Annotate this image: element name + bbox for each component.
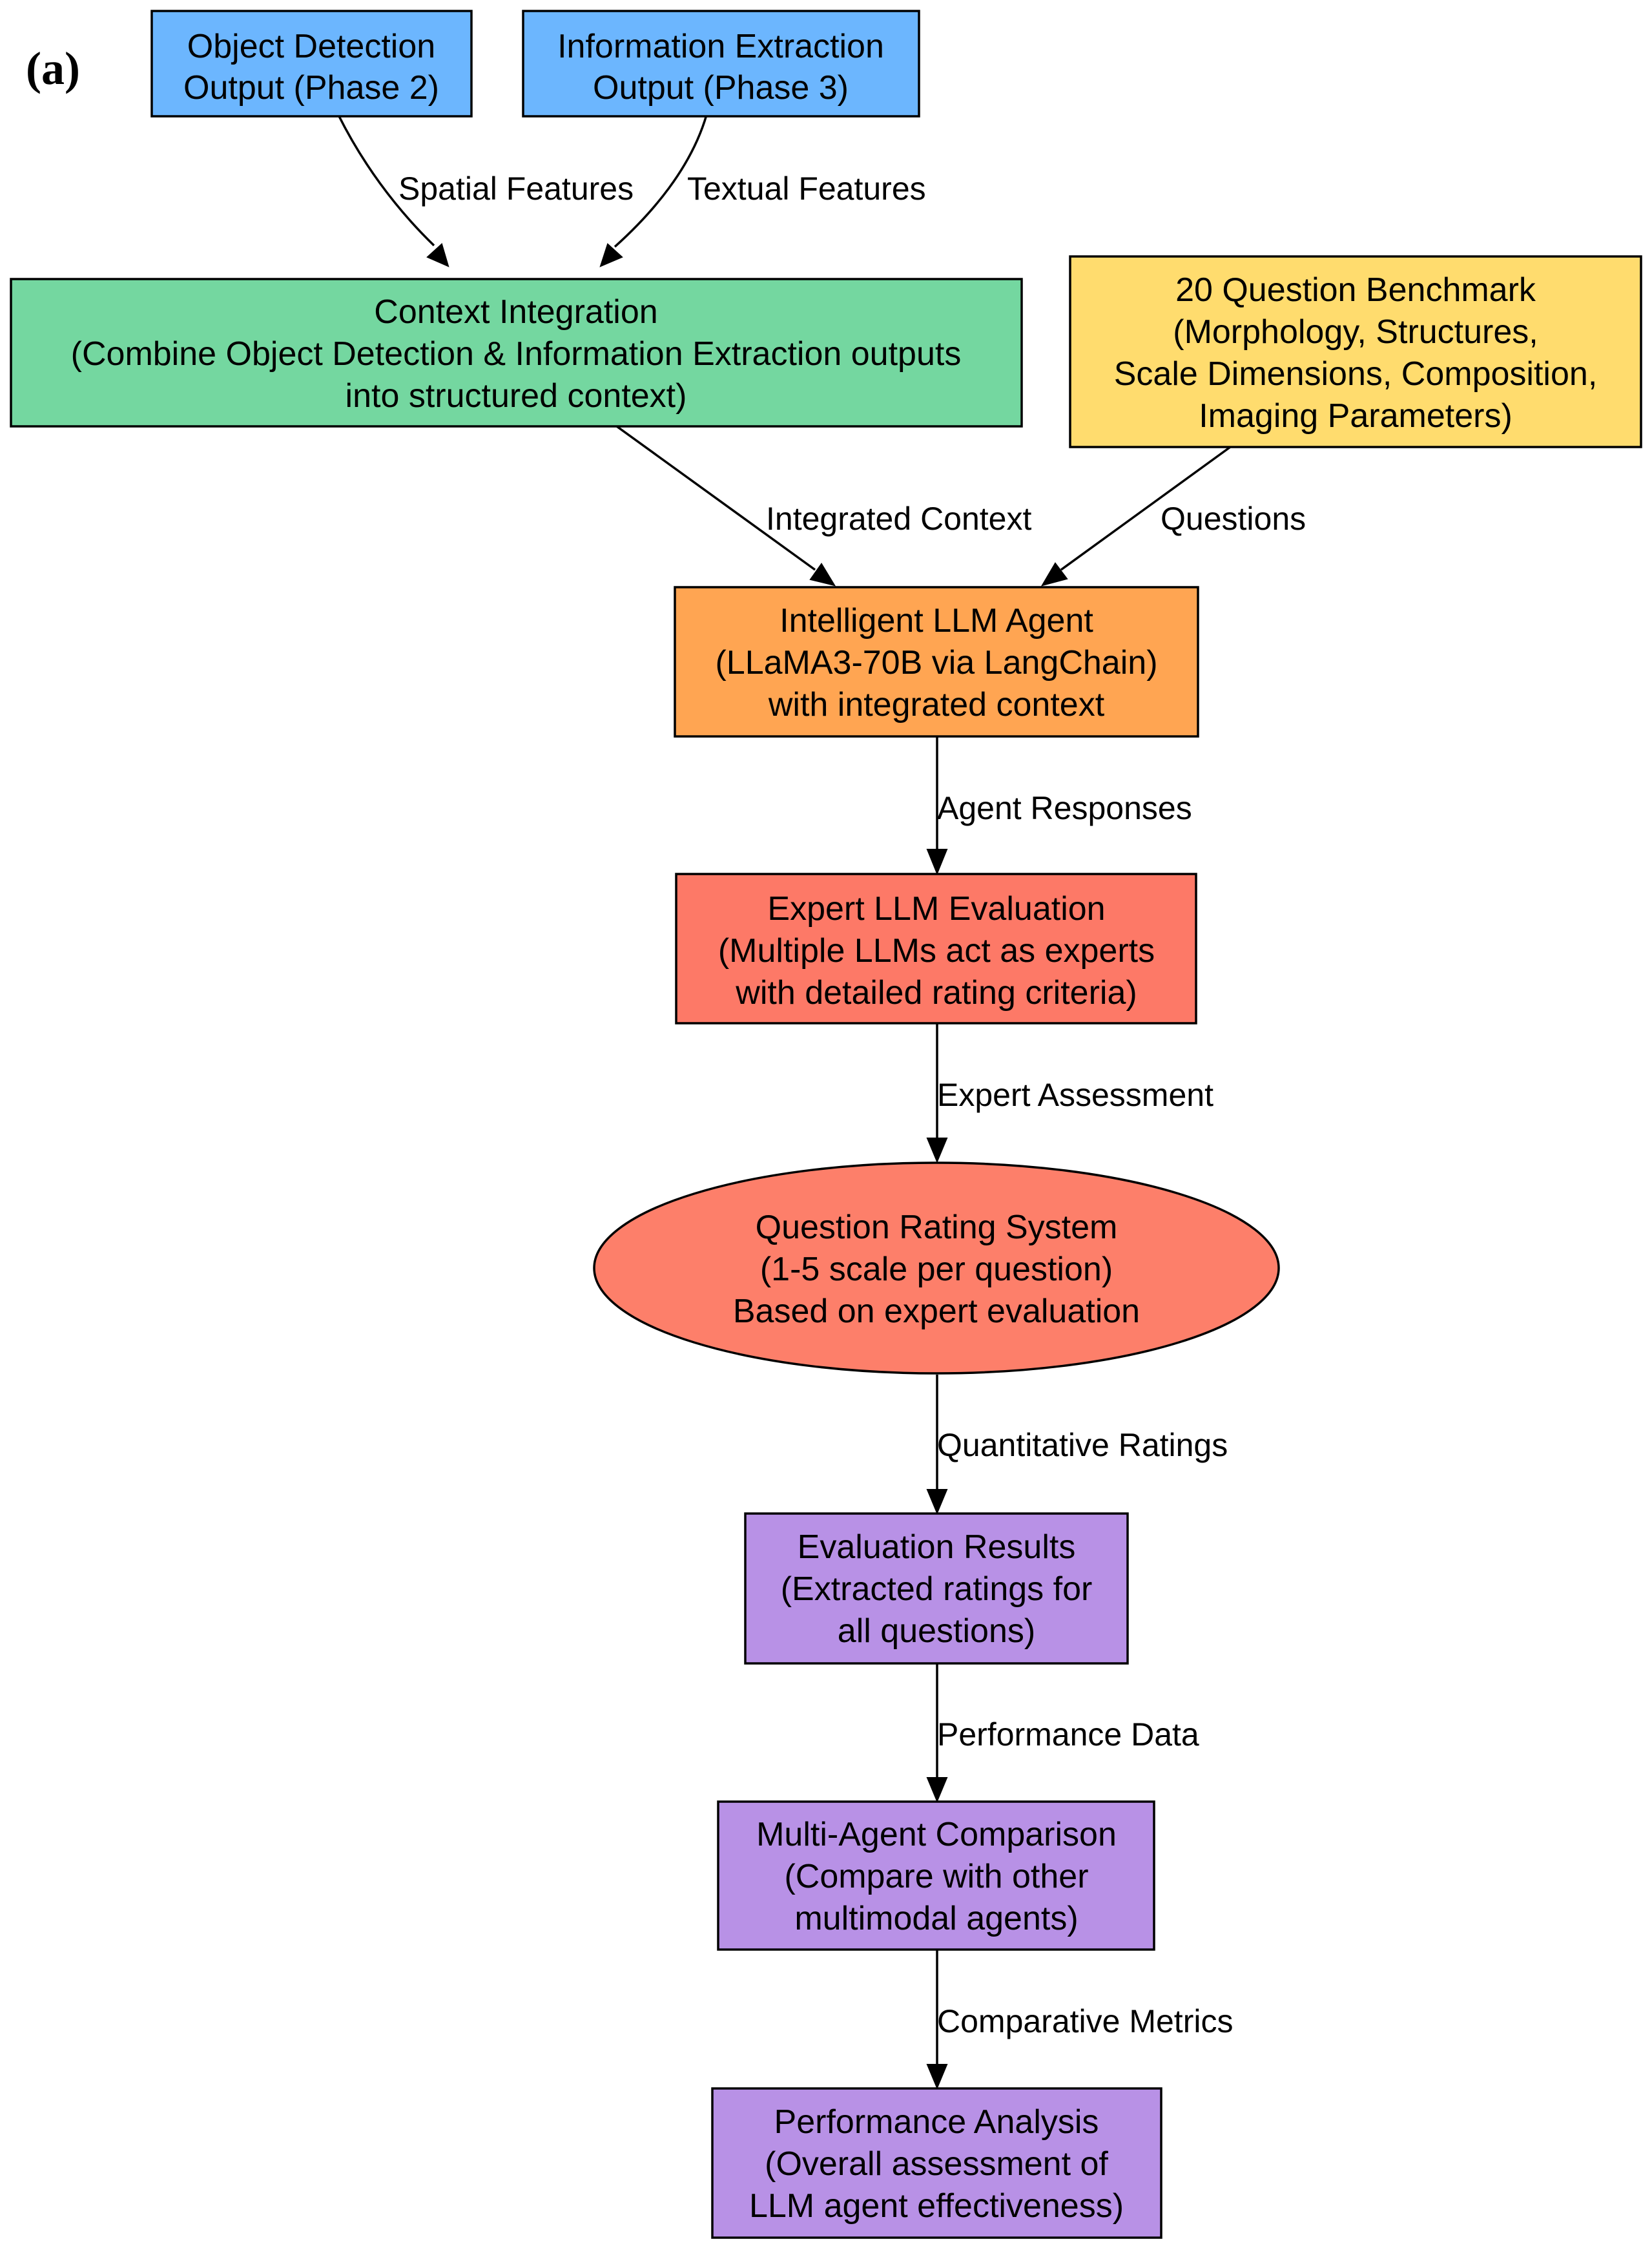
- node-box: [711, 2087, 1162, 2239]
- node-box: [717, 1800, 1155, 1951]
- node-box: [744, 1512, 1129, 1665]
- node-line: with integrated context: [768, 686, 1105, 723]
- node-line: into structured context): [346, 377, 687, 415]
- node-line: (Compare with other: [784, 1858, 1088, 1895]
- node-line: all questions): [838, 1612, 1035, 1650]
- node-object-detection: Object Detection Output (Phase 2): [150, 10, 473, 118]
- node-line: multimodal agents): [794, 1900, 1078, 1937]
- edge-label-textual-features: Textual Features: [687, 171, 926, 207]
- edges: [337, 114, 1232, 2090]
- node-line: Scale Dimensions, Composition,: [1114, 355, 1598, 393]
- node-line: Object Detection: [187, 28, 435, 65]
- edge-labels: Spatial Features Textual Features Integr…: [398, 171, 1306, 2039]
- node-box: [150, 10, 473, 118]
- edge-label-comparative-metrics: Comparative Metrics: [937, 2003, 1233, 2039]
- arrowhead-assessment: [926, 1138, 948, 1163]
- node-line: Output (Phase 3): [593, 69, 849, 107]
- node-line: 20 Question Benchmark: [1175, 271, 1536, 309]
- arrowhead-comparative: [926, 2064, 948, 2090]
- node-rating-system: Question Rating System (1-5 scale per qu…: [593, 1161, 1280, 1375]
- edge-label-performance-data: Performance Data: [937, 1716, 1199, 1753]
- arrowhead-ratings: [926, 1489, 948, 1515]
- node-line: (Multiple LLMs act as experts: [718, 932, 1155, 970]
- node-evaluation-results: Evaluation Results (Extracted ratings fo…: [744, 1512, 1129, 1665]
- node-line: Imaging Parameters): [1199, 397, 1513, 435]
- node-box: [675, 873, 1197, 1025]
- node-box: [10, 278, 1023, 428]
- node-line: Question Rating System: [756, 1209, 1118, 1246]
- node-line: Output (Phase 2): [183, 69, 439, 107]
- edge-label-spatial-features: Spatial Features: [398, 171, 634, 207]
- edge-integrated-context: [615, 425, 816, 571]
- edge-questions: [1060, 446, 1232, 571]
- node-line: Based on expert evaluation: [733, 1293, 1140, 1330]
- node-line: Evaluation Results: [798, 1528, 1076, 1566]
- edge-label-integrated-context: Integrated Context: [766, 501, 1031, 537]
- node-line: Information Extraction: [557, 28, 884, 65]
- edge-label-expert-assessment: Expert Assessment: [937, 1077, 1213, 1113]
- edge-label-quantitative-ratings: Quantitative Ratings: [937, 1427, 1228, 1463]
- node-line: (1-5 scale per question): [760, 1251, 1113, 1288]
- arrowhead-textual: [599, 243, 623, 267]
- arrowhead-questions: [1040, 562, 1068, 587]
- node-information-extraction: Information Extraction Output (Phase 3): [522, 10, 920, 118]
- node-line: Intelligent LLM Agent: [780, 602, 1093, 640]
- node-ellipse: [593, 1161, 1280, 1375]
- edge-textual-features: [614, 114, 708, 248]
- node-line: (LLaMA3-70B via LangChain): [715, 644, 1157, 682]
- node-box: [674, 586, 1199, 738]
- node-line: Multi-Agent Comparison: [756, 1816, 1117, 1853]
- node-line: Expert LLM Evaluation: [767, 890, 1105, 928]
- node-performance-analysis: Performance Analysis (Overall assessment…: [711, 2087, 1162, 2239]
- arrowhead-performance: [926, 1777, 948, 1803]
- panel-label: (a): [26, 43, 80, 94]
- node-expert-evaluation: Expert LLM Evaluation (Multiple LLMs act…: [675, 873, 1197, 1025]
- arrowhead-spatial: [426, 243, 449, 267]
- node-context-integration: Context Integration (Combine Object Dete…: [10, 278, 1023, 428]
- arrowhead-responses: [926, 849, 948, 875]
- node-line: (Extracted ratings for: [781, 1570, 1093, 1608]
- node-line: LLM agent effectiveness): [749, 2187, 1124, 2225]
- edge-label-agent-responses: Agent Responses: [937, 790, 1192, 826]
- node-line: Context Integration: [374, 293, 657, 331]
- node-line: (Combine Object Detection & Information …: [71, 335, 962, 373]
- edge-spatial-features: [337, 114, 435, 247]
- node-multi-agent-comparison: Multi-Agent Comparison (Compare with oth…: [717, 1800, 1155, 1951]
- node-line: with detailed rating criteria): [735, 974, 1137, 1012]
- node-llm-agent: Intelligent LLM Agent (LLaMA3-70B via La…: [674, 586, 1199, 738]
- arrowhead-integrated: [809, 563, 836, 587]
- node-benchmark: 20 Question Benchmark (Morphology, Struc…: [1069, 255, 1642, 448]
- node-box: [522, 10, 920, 118]
- node-line: (Overall assessment of: [765, 2145, 1108, 2183]
- node-line: Performance Analysis: [774, 2103, 1099, 2141]
- edge-label-questions: Questions: [1161, 501, 1306, 537]
- node-box: [1069, 255, 1642, 448]
- node-line: (Morphology, Structures,: [1173, 313, 1538, 351]
